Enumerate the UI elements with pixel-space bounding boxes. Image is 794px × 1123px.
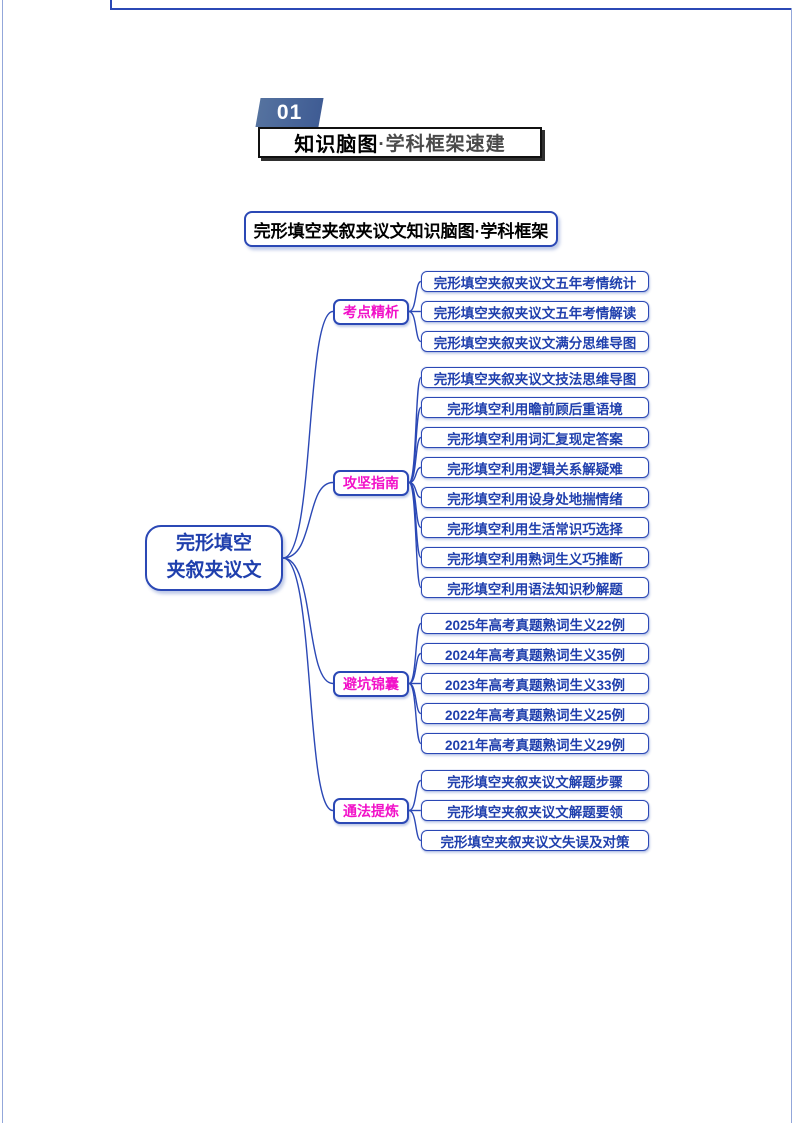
connector-line xyxy=(282,557,334,812)
leaf-node: 完形填空利用逻辑关系解疑难 xyxy=(421,457,649,478)
connector-line xyxy=(408,809,422,842)
connector-line xyxy=(408,406,422,484)
connector-line xyxy=(282,310,334,559)
map-title: 完形填空夹叙夹议文知识脑图·学科框架 xyxy=(244,211,558,247)
section-title-rest: ·学科框架速建 xyxy=(378,134,506,155)
leaf-node: 完形填空夹叙夹议文五年考情解读 xyxy=(421,301,649,322)
connector-line xyxy=(282,557,334,685)
branch-node-3: 避坑锦囊 xyxy=(333,670,409,697)
connector-line xyxy=(408,481,422,529)
leaf-node: 完形填空夹叙夹议文满分思维导图 xyxy=(421,331,649,352)
branch-node-2: 攻坚指南 xyxy=(333,469,409,496)
connector-line xyxy=(408,622,422,685)
leaf-node: 完形填空利用生活常识巧选择 xyxy=(421,517,649,538)
section-header: 知识脑图·学科框架速建 xyxy=(258,127,542,158)
connector-line xyxy=(408,682,422,715)
connector-line xyxy=(408,481,422,559)
leaf-node: 完形填空利用语法知识秒解题 xyxy=(421,577,649,598)
connector-line xyxy=(408,280,422,313)
leaf-node: 完形填空利用瞻前顾后重语境 xyxy=(421,397,649,418)
connector-line xyxy=(408,652,422,685)
branch-node-4: 通法提炼 xyxy=(333,797,409,824)
leaf-node: 完形填空夹叙夹议文失误及对策 xyxy=(421,830,649,851)
page-border-right xyxy=(791,8,792,1123)
connector-line xyxy=(408,466,422,484)
leaf-node: 2022年高考真题熟词生义25例 xyxy=(421,703,649,724)
leaf-node: 2021年高考真题熟词生义29例 xyxy=(421,733,649,754)
connector-line xyxy=(408,310,422,343)
section-title-bold: 知识脑图 xyxy=(294,134,379,156)
leaf-node: 2024年高考真题熟词生义35例 xyxy=(421,643,649,664)
leaf-node: 完形填空利用设身处地揣情绪 xyxy=(421,487,649,508)
page-border-left xyxy=(2,0,3,1123)
connector-line xyxy=(408,682,422,745)
branch-node-1: 考点精析 xyxy=(333,298,409,325)
leaf-node: 完形填空夹叙夹议文技法思维导图 xyxy=(421,367,649,388)
connector-line xyxy=(408,376,422,484)
leaf-node: 完形填空夹叙夹议文五年考情统计 xyxy=(421,271,649,292)
connector-line xyxy=(408,481,422,499)
leaf-node: 完形填空利用熟词生义巧推断 xyxy=(421,547,649,568)
leaf-node: 2023年高考真题熟词生义33例 xyxy=(421,673,649,694)
root-node-line2: 夹叙夹议文 xyxy=(166,560,262,581)
leaf-node: 完形填空夹叙夹议文解题要领 xyxy=(421,800,649,821)
connector-line xyxy=(282,481,334,559)
connector-line xyxy=(408,779,422,812)
leaf-node: 完形填空夹叙夹议文解题步骤 xyxy=(421,770,649,791)
page-border-tick xyxy=(110,0,112,10)
connector-line xyxy=(408,436,422,484)
leaf-node: 2025年高考真题熟词生义22例 xyxy=(421,613,649,634)
page-border-top xyxy=(110,8,792,10)
root-node-line1: 完形填空 xyxy=(175,533,252,555)
connector-line xyxy=(408,481,422,589)
root-node: 完形填空 夹叙夹议文 xyxy=(145,525,283,591)
leaf-node: 完形填空利用词汇复现定答案 xyxy=(421,427,649,448)
